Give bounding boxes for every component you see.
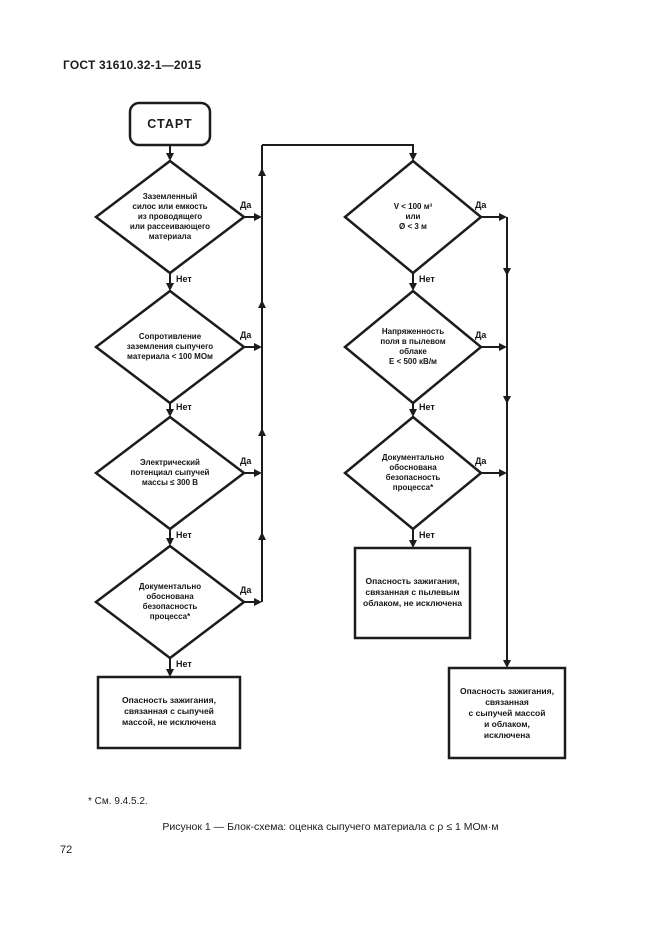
decision-documented-left-label: Документально обоснована безопасность пр… <box>138 582 202 621</box>
yes-label-6: Да <box>475 330 487 340</box>
arrowhead <box>254 343 262 351</box>
arrowhead <box>166 409 174 417</box>
arrowhead-up <box>258 428 266 436</box>
arrowhead <box>409 153 417 161</box>
no-label-5: Нет <box>419 274 435 284</box>
decision-resistance-label: Сопротивление заземления сыпучего матери… <box>126 332 214 361</box>
yes-label-3: Да <box>240 456 252 466</box>
decision-documented-right-label: Документально обоснована безопасность пр… <box>381 453 445 492</box>
result-cloud-box-shape <box>353 546 472 640</box>
yes-label-7: Да <box>475 456 487 466</box>
no-label-2: Нет <box>176 402 192 412</box>
decision-grounded-silo-label: Заземленный силос или емкость из проводя… <box>129 192 211 241</box>
start-node-label: СТАРТ <box>147 117 193 131</box>
figure-caption: Рисунок 1 — Блок-схема: оценка сыпучего … <box>162 821 499 833</box>
arrowhead <box>499 469 507 477</box>
arrowhead <box>499 343 507 351</box>
arrowhead <box>409 283 417 291</box>
arrowhead <box>499 213 507 221</box>
arrowhead-down <box>503 268 511 276</box>
arrowhead-up <box>258 532 266 540</box>
result-bulk-box-shape <box>96 675 242 750</box>
arrowhead <box>254 469 262 477</box>
decision-potential-label: Электрический потенциал сыпучей массы ≤ … <box>130 458 210 487</box>
result-bulk-label: Опасность зажигания, связанная с сыпучей… <box>122 695 216 727</box>
arrowhead <box>166 153 174 161</box>
no-label-7: Нет <box>419 530 435 540</box>
result-cloud-label: Опасность зажигания, связанная с пылевым… <box>363 576 462 608</box>
document-header: ГОСТ 31610.32-1—2015 <box>63 58 202 72</box>
arrowhead <box>409 540 417 548</box>
result-excluded-box-shape <box>447 666 567 760</box>
arrowhead <box>166 669 174 677</box>
yes-label-1: Да <box>240 200 252 210</box>
arrowhead <box>166 538 174 546</box>
no-label-1: Нет <box>176 274 192 284</box>
top-link-line <box>262 144 414 156</box>
yes-label-4: Да <box>240 585 252 595</box>
arrowhead-down <box>503 396 511 404</box>
arrowhead <box>254 598 262 606</box>
arrowhead <box>166 283 174 291</box>
arrowhead-down <box>503 660 511 668</box>
arrowhead <box>409 409 417 417</box>
no-label-4: Нет <box>176 659 192 669</box>
result-excluded-label: Опасность зажигания, связанная с сыпучей… <box>460 686 554 740</box>
decision-volume-label: V < 100 м³ или Ø < 3 м <box>393 202 433 231</box>
page-number: 72 <box>60 844 73 856</box>
no-label-3: Нет <box>176 530 192 540</box>
footnote: * См. 9.4.5.2. <box>88 796 148 807</box>
yes-label-2: Да <box>240 330 252 340</box>
decision-field-label: Напряженность поля в пылевом облаке E < … <box>380 327 446 366</box>
yes-label-5: Да <box>475 200 487 210</box>
no-label-6: Нет <box>419 402 435 412</box>
arrowhead <box>254 213 262 221</box>
arrowhead-up <box>258 168 266 176</box>
arrowhead-up <box>258 300 266 308</box>
